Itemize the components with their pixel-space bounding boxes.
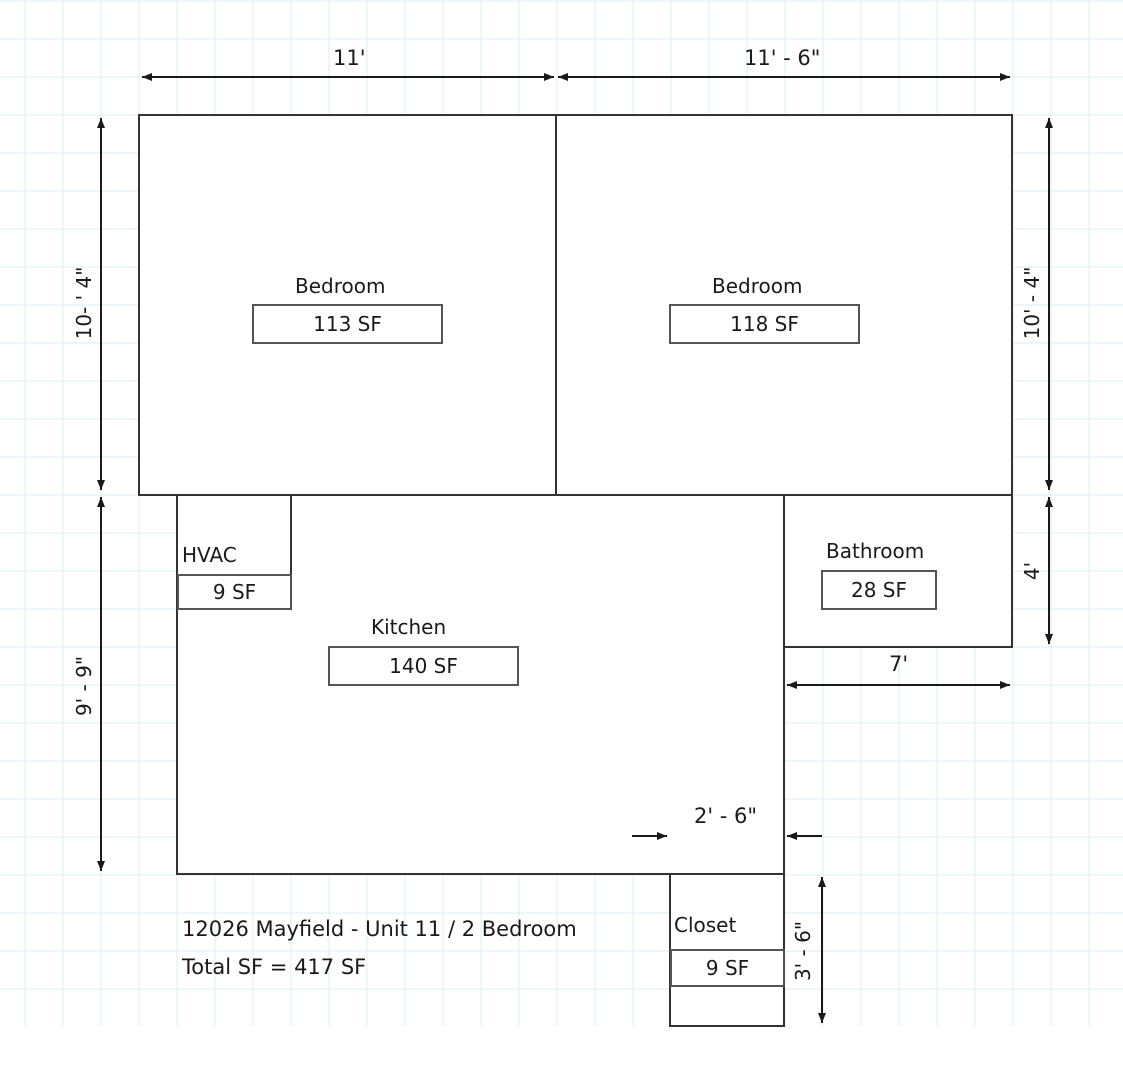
bedroom-right-area-box: 118 SF xyxy=(669,304,860,344)
dim-bath-width-label: 7' xyxy=(889,652,909,676)
dim-closet-width-label: 2' - 6" xyxy=(694,804,758,828)
plan-total: Total SF = 417 SF xyxy=(182,955,367,979)
dim-top-right-label: 11' - 6" xyxy=(744,46,821,70)
hvac-label: HVAC xyxy=(182,543,237,567)
closet-area-box: 9 SF xyxy=(670,949,785,987)
dim-left-upper-label: 10- ' 4" xyxy=(72,266,96,340)
bedroom-left-label: Bedroom xyxy=(295,274,386,298)
dim-right-bath-label: 4' xyxy=(1020,561,1044,581)
kitchen-area-box: 140 SF xyxy=(328,646,519,686)
kitchen-label: Kitchen xyxy=(371,615,447,639)
dimension-lines xyxy=(97,73,1053,1023)
hvac-area-box: 9 SF xyxy=(177,574,292,610)
dim-right-upper-label: 10' - 4" xyxy=(1020,266,1044,340)
bathroom-label: Bathroom xyxy=(826,539,925,563)
dim-left-lower-label: 9' - 9" xyxy=(72,655,96,717)
dim-closet-height-label: 3' - 6" xyxy=(791,920,815,982)
bedroom-right-label: Bedroom xyxy=(712,274,803,298)
bathroom-area-box: 28 SF xyxy=(821,570,937,610)
closet-label: Closet xyxy=(674,913,737,937)
bedroom-left-area-box: 113 SF xyxy=(252,304,443,344)
dim-top-left-label: 11' xyxy=(333,46,366,70)
plan-title: 12026 Mayfield - Unit 11 / 2 Bedroom xyxy=(182,917,577,941)
